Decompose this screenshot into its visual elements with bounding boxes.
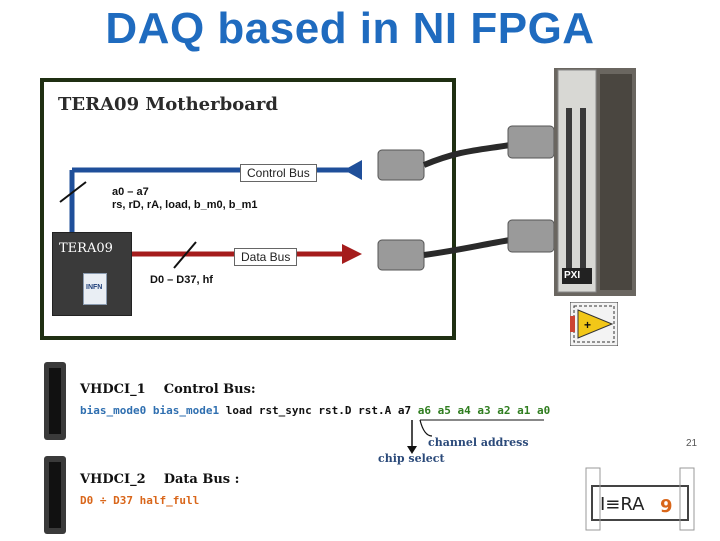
pxi-chassis-drawing	[540, 68, 640, 296]
vhdci1-blue-signals: bias_mode0 bias_mode1	[80, 404, 219, 417]
page-number: 21	[686, 438, 697, 449]
vhdci1-chip-bit: a7	[398, 404, 411, 417]
tera09-chip: TERA09 INFN	[52, 232, 132, 316]
vhdci2-connector-icon	[40, 456, 70, 534]
infn-logo-text: INFN	[86, 284, 102, 291]
data-signals: D0 – D37, hf	[150, 274, 213, 287]
tera09-logo: I≡RA 9	[576, 462, 706, 536]
svg-text:+: +	[584, 318, 591, 332]
vhdci1-green-signals: a6 a5 a4 a3 a2 a1 a0	[418, 404, 550, 417]
svg-text:I≡RA: I≡RA	[600, 494, 645, 515]
chip-label: TERA09	[59, 241, 113, 256]
chip-select-label: chip select	[378, 452, 445, 465]
vhdci2-title: VHDCI_2 Data Bus :	[80, 472, 239, 487]
channel-address-label: channel address	[428, 436, 529, 449]
vhdci2-half-full: half_full	[140, 494, 200, 507]
svg-text:9: 9	[660, 496, 673, 517]
motherboard-panel: TERA09 Motherboard Control Bus a0 – a7 r…	[40, 78, 456, 340]
vhdci1-title: VHDCI_1 Control Bus:	[80, 382, 256, 397]
page-title: DAQ based in NI FPGA	[0, 4, 700, 54]
vhdci1-connector-icon	[40, 362, 70, 440]
control-bus-label: Control Bus	[240, 164, 317, 182]
control-signals: a0 – a7 rs, rD, rA, load, b_m0, b_m1	[112, 186, 258, 212]
data-bus-label: Data Bus	[234, 248, 297, 266]
vhdci2-signals: D0 ÷ D37 half_full	[80, 494, 199, 507]
control-signals-line2: rs, rD, rA, load, b_m0, b_m1	[112, 199, 258, 212]
pxi-chassis: PXI	[540, 68, 640, 296]
vhdci1-signals: bias_mode0 bias_mode1 load rst_sync rst.…	[80, 404, 550, 417]
infn-logo: INFN	[83, 273, 107, 305]
vhdci2-data-range: D0 ÷ D37	[80, 494, 133, 507]
control-signals-line1: a0 – a7	[112, 186, 258, 199]
vhdci1-black-signals: load rst_sync rst.D rst.A	[226, 404, 392, 417]
pxi-label: PXI	[564, 270, 580, 281]
labview-fpga-icon: +	[570, 302, 618, 346]
